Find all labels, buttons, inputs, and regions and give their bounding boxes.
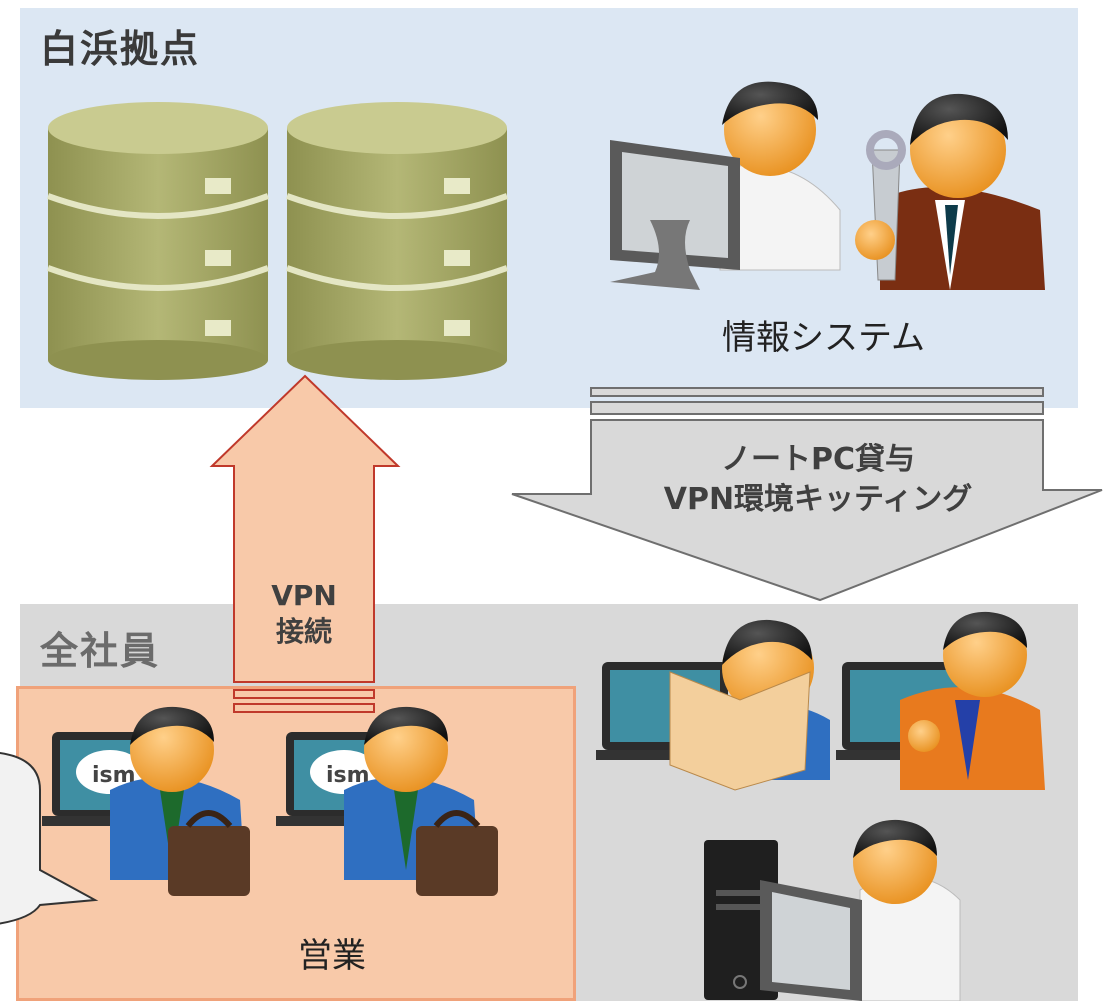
vpn-arrow [209, 374, 401, 713]
salesperson-icon: ism [42, 706, 250, 896]
engineer-icon [855, 93, 1045, 290]
salesperson-icon: ism [276, 706, 498, 896]
kitting-arrow [511, 387, 1103, 602]
employee-writing-icon [836, 611, 1045, 790]
site-title: 白浜拠点 [40, 27, 201, 71]
kitting-arrow-label: ノートPC貸与 VPN環境キッティング [580, 440, 1056, 520]
kitting-arrow-line1: ノートPC貸与 [720, 442, 915, 477]
kitting-arrow-line2: VPN環境キッティング [663, 482, 973, 517]
speech-bubble [0, 752, 99, 925]
sales-label: 営業 [298, 936, 366, 976]
it-dept-label: 情報システム [722, 318, 925, 358]
employee-reading-icon [596, 619, 830, 791]
database-icon [285, 102, 509, 380]
vpn-arrow-line2: 接続 [275, 615, 332, 648]
all-staff-title: 全社員 [40, 629, 161, 673]
vpn-arrow-line1: VPN [271, 579, 337, 612]
database-icon [46, 102, 270, 380]
vpn-arrow-label: VPN 接続 [234, 578, 374, 650]
employee-desktop-icon [704, 819, 961, 1001]
it-operator-icon [610, 81, 841, 290]
